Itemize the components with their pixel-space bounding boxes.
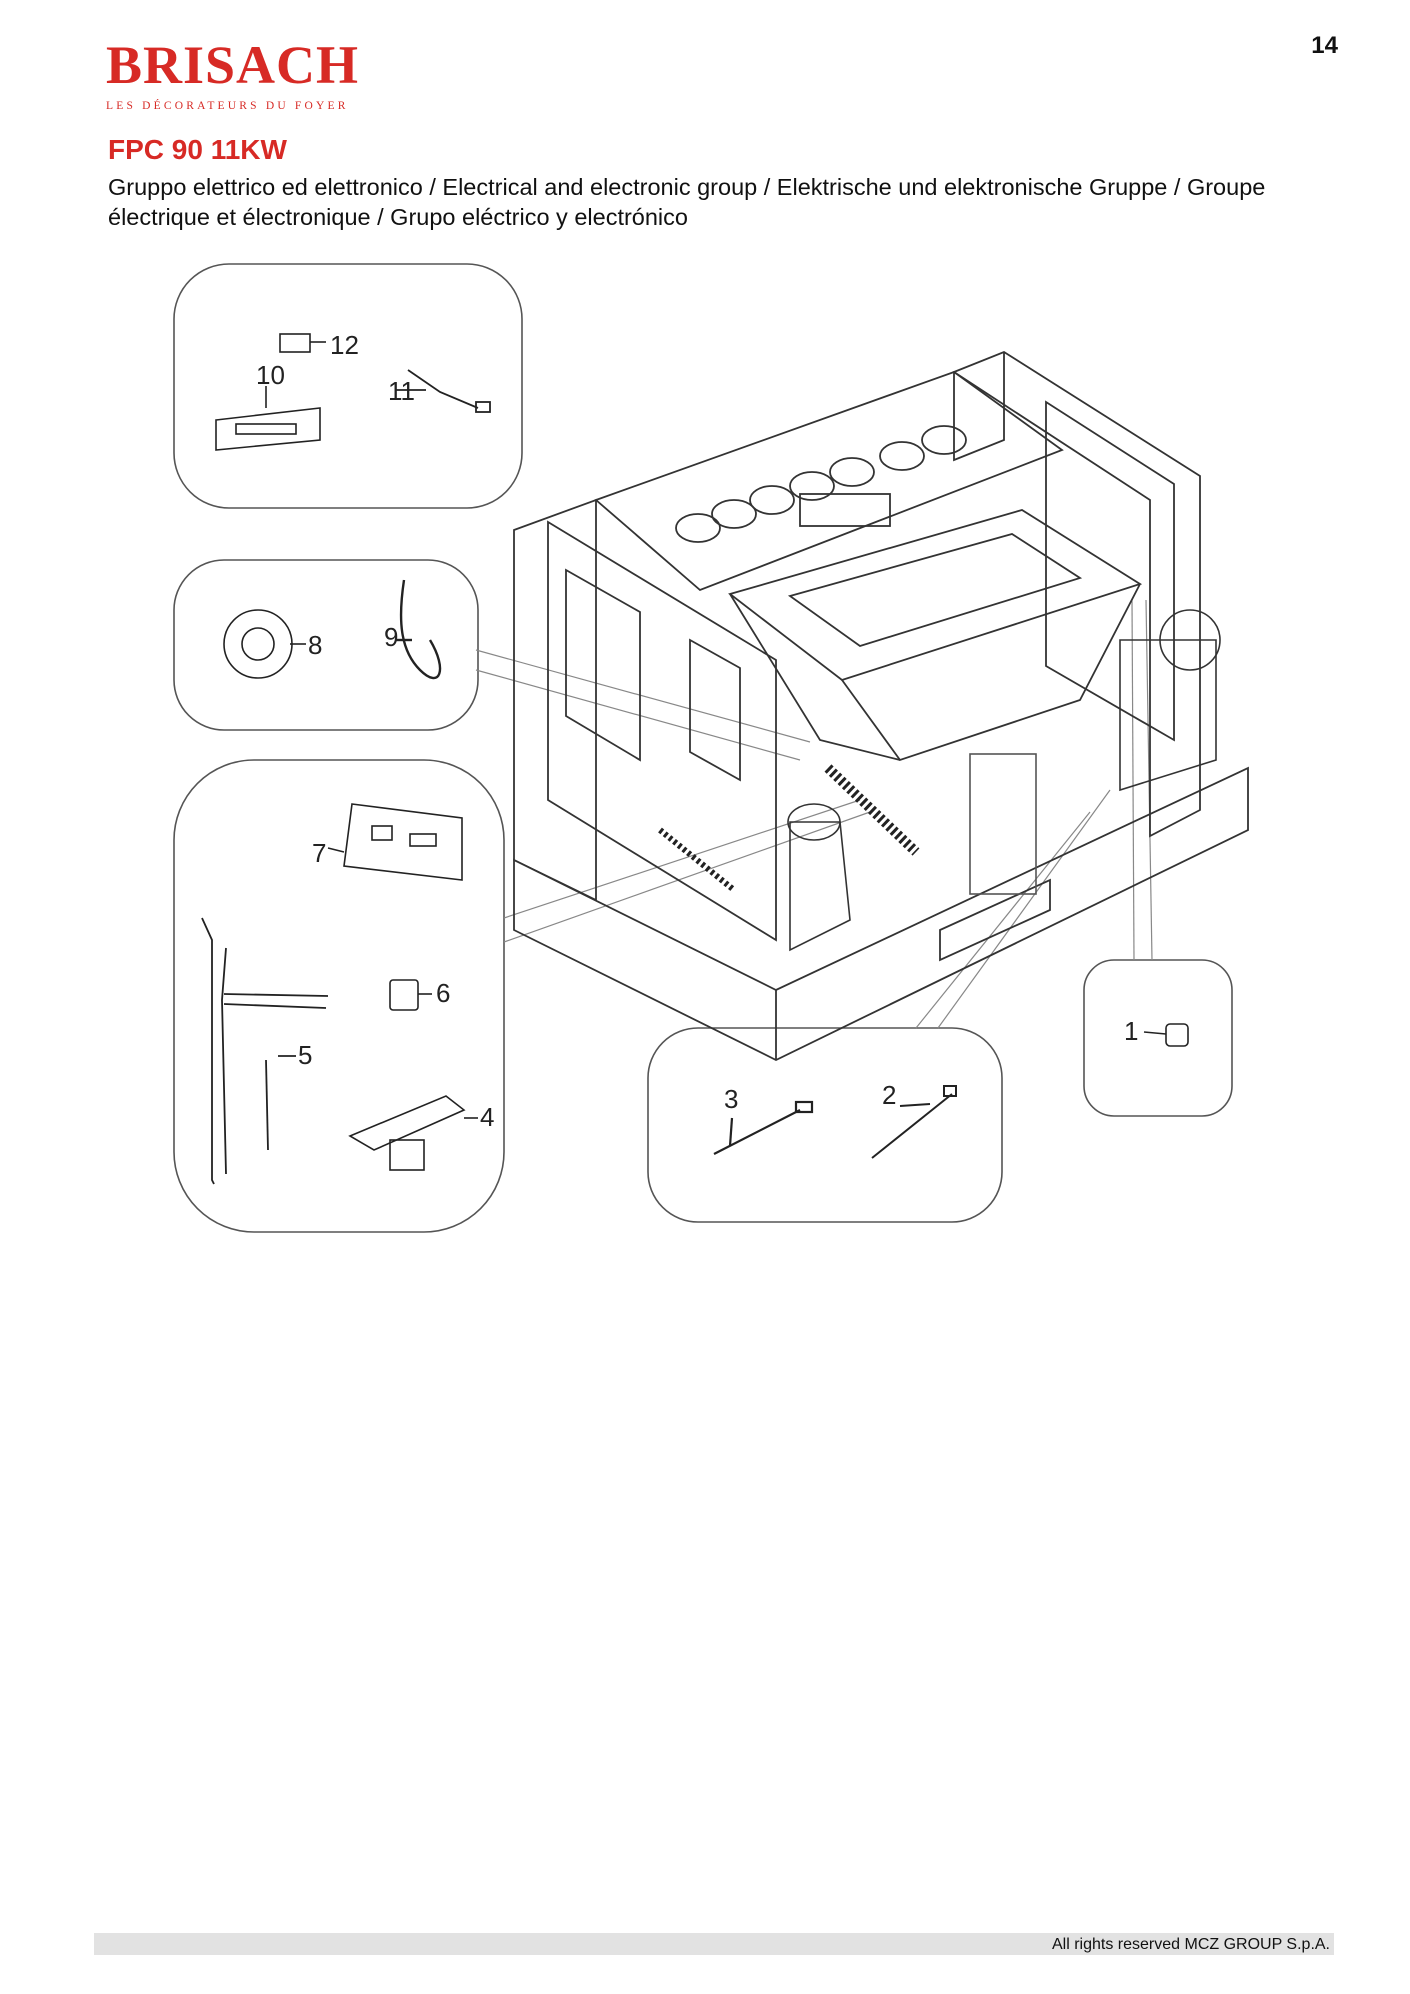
callout-12: 12 bbox=[330, 330, 359, 360]
part-7-control-board bbox=[327, 803, 463, 881]
pellet-hopper bbox=[728, 509, 1143, 762]
stove-base-tray bbox=[513, 766, 1249, 1062]
callout-7: 7 bbox=[312, 838, 326, 868]
callout-5: 5 bbox=[298, 1040, 312, 1070]
part-6-switch bbox=[389, 979, 432, 1011]
callout-10: 10 bbox=[256, 360, 285, 390]
brand-logo: BRISACH LES DÉCORATEURS DU FOYER bbox=[106, 36, 366, 120]
combustion-fan-assembly bbox=[787, 609, 1221, 952]
stove-top-plate bbox=[594, 370, 1064, 592]
brand-logo-tagline: LES DÉCORATEURS DU FOYER bbox=[106, 100, 349, 112]
callout-4: 4 bbox=[480, 1102, 494, 1132]
section-subtitle: Gruppo elettrico ed elettronico / Electr… bbox=[108, 174, 1266, 230]
stove-rear-frame bbox=[952, 350, 1201, 838]
callout-1: 1 bbox=[1124, 1016, 1138, 1046]
part-8-pressure-switch bbox=[223, 609, 306, 679]
callout-2: 2 bbox=[882, 1080, 896, 1110]
brand-logo-word: BRISACH bbox=[106, 35, 360, 95]
footer-bar bbox=[94, 1933, 1334, 1955]
detail-box-4-7 bbox=[173, 759, 505, 1233]
callout-6: 6 bbox=[436, 978, 450, 1008]
part-5-wiring-harness bbox=[201, 917, 329, 1185]
part-4-bracket bbox=[348, 1095, 478, 1171]
part-3-igniter bbox=[713, 1100, 814, 1155]
detail-box-1 bbox=[1083, 959, 1233, 1117]
callout-9: 9 bbox=[384, 622, 398, 652]
detail-box-10-11-12 bbox=[173, 263, 523, 509]
hose-coil-right bbox=[824, 764, 920, 856]
stove-side-panel bbox=[513, 498, 777, 942]
part-12-connector bbox=[279, 333, 326, 353]
part-9-silicone-tube bbox=[396, 579, 442, 680]
page-number: 14 bbox=[1311, 32, 1338, 59]
part-11-cable bbox=[396, 369, 491, 413]
callout-11: 11 bbox=[388, 376, 415, 406]
detail-box-2-3 bbox=[647, 1027, 1003, 1223]
callout-3: 3 bbox=[724, 1084, 738, 1114]
footer-copyright: All rights reserved MCZ GROUP S.p.A. bbox=[1052, 1936, 1330, 1953]
part-1-thermostat bbox=[1143, 1023, 1189, 1047]
detail-box-8-9 bbox=[173, 559, 479, 731]
internal-bracket bbox=[969, 753, 1037, 895]
hose-coil-left bbox=[658, 827, 736, 893]
part-10-display-panel bbox=[215, 386, 321, 451]
callout-8: 8 bbox=[308, 630, 322, 660]
part-2-probe bbox=[871, 1085, 957, 1159]
model-title: FPC 90 11KW bbox=[108, 134, 287, 165]
